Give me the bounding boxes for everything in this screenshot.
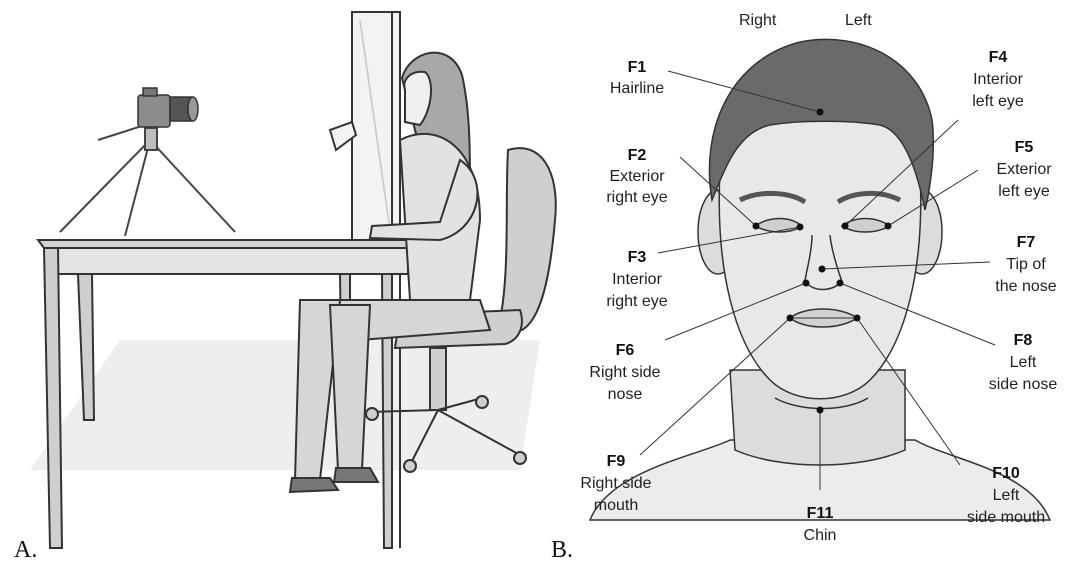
setup-illustration — [30, 12, 556, 548]
floor-shadow — [30, 340, 540, 470]
panel-a-label: A. — [14, 537, 37, 563]
svg-text:left eye: left eye — [972, 93, 1024, 110]
svg-text:side nose: side nose — [989, 376, 1058, 393]
svg-text:right eye: right eye — [606, 293, 667, 310]
svg-text:left eye: left eye — [998, 183, 1050, 200]
svg-text:F1: F1 — [628, 59, 647, 76]
camera — [138, 88, 198, 127]
svg-text:F11: F11 — [807, 505, 834, 522]
svg-text:Interior: Interior — [973, 71, 1023, 88]
svg-text:F9: F9 — [607, 453, 626, 470]
svg-text:F8: F8 — [1014, 332, 1033, 349]
orientation-right: Right — [739, 12, 777, 29]
svg-text:F10: F10 — [992, 465, 1020, 482]
svg-text:mouth: mouth — [594, 497, 638, 514]
svg-text:Right side: Right side — [580, 475, 651, 492]
svg-text:Interior: Interior — [612, 271, 662, 288]
svg-text:Exterior: Exterior — [996, 161, 1052, 178]
svg-text:nose: nose — [608, 386, 643, 403]
panel-b-label: B. — [551, 537, 573, 563]
svg-text:F7: F7 — [1017, 234, 1036, 251]
svg-text:right eye: right eye — [606, 189, 667, 206]
svg-text:F6: F6 — [616, 342, 635, 359]
svg-text:Left: Left — [993, 487, 1020, 504]
svg-text:Exterior: Exterior — [609, 168, 665, 185]
svg-text:F5: F5 — [1015, 139, 1034, 156]
svg-text:the nose: the nose — [995, 278, 1056, 295]
svg-text:Left: Left — [1010, 354, 1037, 371]
svg-text:Tip of: Tip of — [1006, 256, 1046, 273]
svg-text:Chin: Chin — [804, 527, 837, 544]
svg-text:F3: F3 — [628, 249, 647, 266]
tripod — [60, 124, 235, 236]
svg-text:Hairline: Hairline — [610, 80, 664, 97]
svg-text:F2: F2 — [628, 147, 647, 164]
svg-text:F4: F4 — [989, 49, 1008, 66]
svg-text:Right side: Right side — [589, 364, 660, 381]
svg-text:side mouth: side mouth — [967, 509, 1045, 526]
orientation-left: Left — [845, 12, 872, 29]
